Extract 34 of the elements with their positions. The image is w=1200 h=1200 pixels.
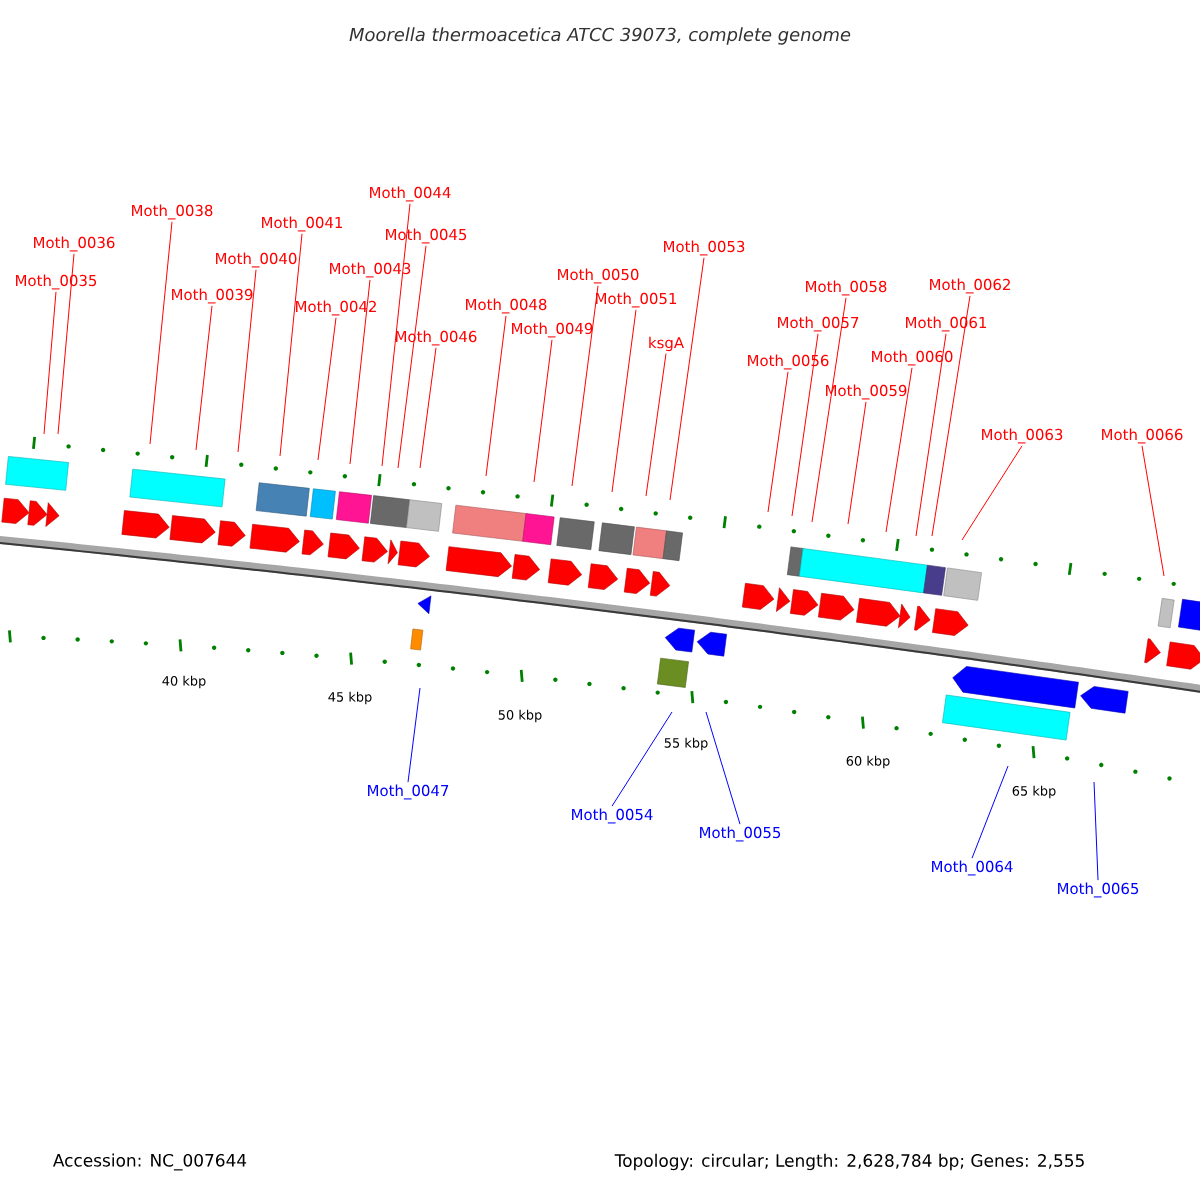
leader-line xyxy=(669,257,705,501)
info-text: Topology: circular; Length: 2,628,784 bp; Genes: 2,555 xyxy=(614,1153,1084,1171)
leader-line xyxy=(705,711,741,825)
leader-line xyxy=(961,445,1023,541)
leader-line xyxy=(611,711,673,807)
leader-line xyxy=(971,765,1009,859)
leader-line xyxy=(349,279,371,465)
leader-line xyxy=(1093,781,1099,881)
leader-line xyxy=(811,297,847,523)
leader-line xyxy=(149,221,173,445)
leader-line xyxy=(611,309,637,493)
leader-line xyxy=(791,333,819,517)
title: Moorella thermoacetica ATCC 39073, complete genome xyxy=(349,27,851,45)
leader-line xyxy=(847,401,867,525)
leader-line xyxy=(279,233,303,457)
leader-line xyxy=(1141,445,1165,577)
leader-line xyxy=(381,203,411,467)
leader-line xyxy=(317,317,337,461)
leader-line xyxy=(885,367,913,533)
leader-line xyxy=(57,253,75,435)
leader-line xyxy=(767,371,789,513)
leader-line xyxy=(397,245,427,469)
leader-line xyxy=(419,347,437,469)
info-text: Accession: NC_007644 xyxy=(53,1153,247,1171)
leader-line xyxy=(571,285,599,487)
leader-line xyxy=(195,305,213,451)
leader-line xyxy=(645,353,667,497)
leader-line xyxy=(931,295,971,537)
leader-line xyxy=(533,339,553,483)
leader-line xyxy=(43,291,57,435)
leader-line xyxy=(915,333,947,537)
leader-line xyxy=(237,269,257,453)
leader-line xyxy=(407,687,421,783)
leader-line xyxy=(485,315,507,477)
